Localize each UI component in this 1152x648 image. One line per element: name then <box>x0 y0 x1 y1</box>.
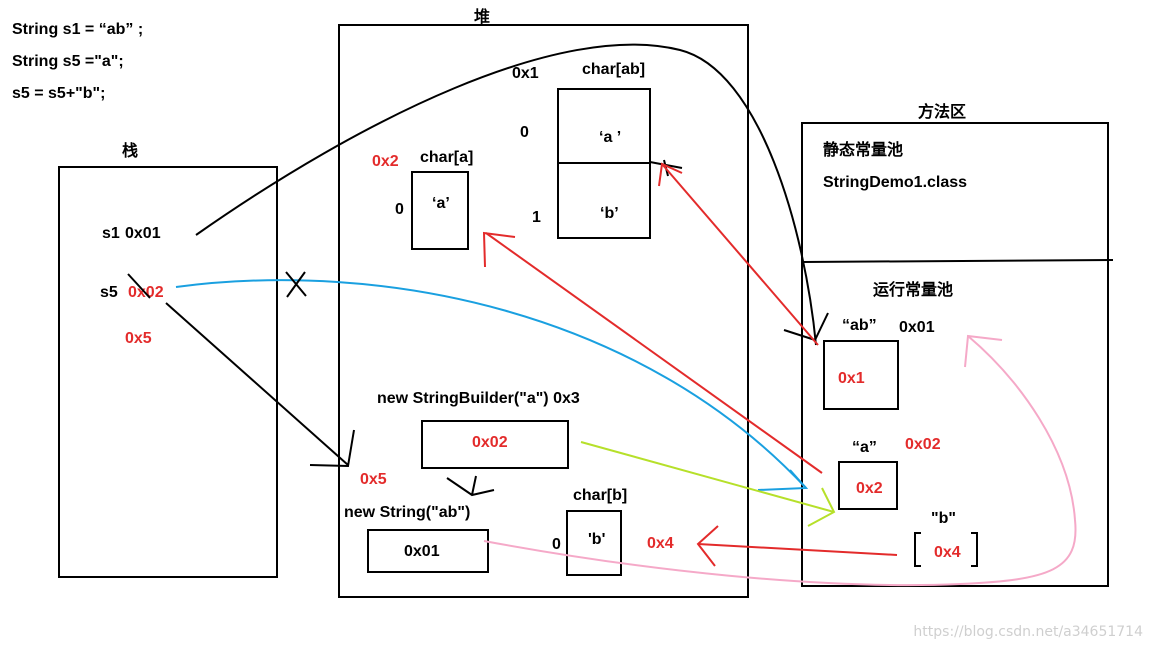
heap-title: 堆 <box>474 7 490 26</box>
builder-to-pool-a-arrow <box>580 441 835 513</box>
pool-ab-addr: 0x01 <box>899 319 935 336</box>
pool-b-to-char-b-arrow <box>697 543 898 556</box>
cross-mark-icon <box>285 271 307 298</box>
builder-arrow-head <box>807 487 836 527</box>
char-ab-value-0: ‘a ’ <box>599 129 621 146</box>
builder-to-string-arrow <box>446 475 495 497</box>
runtime-pool-label: 运行常量池 <box>873 280 953 299</box>
s5-old-reference-arrow <box>175 279 807 489</box>
char-b-index-0: 0 <box>552 536 561 553</box>
pool-a-to-char-a-arrow <box>485 232 823 474</box>
new-string-label: new String("ab") <box>344 504 470 521</box>
stack-s5-name: s5 <box>100 284 118 301</box>
pool-a-value: 0x2 <box>856 480 883 497</box>
new-string-value: 0x01 <box>404 543 440 560</box>
char-b-value-0: 'b' <box>588 531 605 548</box>
char-a-index-0: 0 <box>395 201 404 218</box>
pool-ab-to-char-ab-arrow <box>661 163 819 346</box>
watermark-text: https://blog.csdn.net/a34651714 <box>913 624 1143 640</box>
char-b-type: char[b] <box>573 487 627 504</box>
char-b-array <box>566 510 622 576</box>
new-string-addr: 0x5 <box>360 471 387 488</box>
char-a-array <box>411 171 469 250</box>
s5-new-reference-arrow <box>165 302 349 466</box>
code-line-1: String s1 = “ab” ; <box>12 21 143 38</box>
stack-title: 栈 <box>122 141 138 160</box>
s5-strike-mark <box>127 273 151 299</box>
char-ab-value-1: ‘b’ <box>600 205 619 222</box>
s5-old-arrow-head <box>757 469 809 491</box>
static-pool-label: 静态常量池 <box>823 140 903 159</box>
class-name-label: StringDemo1.class <box>823 174 967 191</box>
string-builder-box <box>421 420 569 469</box>
pool-b-arrow-head <box>696 525 719 567</box>
code-line-3: s5 = s5+"b"; <box>12 85 105 102</box>
string-builder-label: new StringBuilder("a") 0x3 <box>377 390 580 407</box>
char-b-addr: 0x4 <box>647 535 674 552</box>
char-ab-addr: 0x1 <box>512 65 539 82</box>
pool-a-addr: 0x02 <box>905 436 941 453</box>
char-a-value-0: ‘a’ <box>432 195 450 212</box>
s1-arrow-head <box>783 312 829 342</box>
pool-b-label: "b" <box>931 510 956 527</box>
stack-s1-name: s1 <box>102 225 120 242</box>
code-line-2: String s5 ="a"; <box>12 53 124 70</box>
s5-new-arrow-head <box>309 429 355 468</box>
string-builder-value: 0x02 <box>472 434 508 451</box>
s1-reference-arrow <box>195 43 817 346</box>
stack-s1-addr: 0x01 <box>125 225 161 242</box>
pool-a-label: “a” <box>852 439 877 456</box>
method-area-title: 方法区 <box>918 102 966 121</box>
runtime-pool-divider <box>801 259 1114 263</box>
stack-frame <box>58 166 278 578</box>
pool-a-box <box>838 461 898 510</box>
char-ab-type: char[ab] <box>582 61 645 78</box>
pool-ab-box <box>823 340 899 410</box>
pool-a-arrow-head <box>482 231 516 268</box>
heap-area <box>338 24 749 598</box>
pool-b-brackets <box>914 532 978 567</box>
pool-ab-arrow-head <box>658 162 683 187</box>
new-string-to-pool-ab-arrow <box>483 335 1077 587</box>
new-string-box <box>367 529 489 573</box>
char-a-addr: 0x2 <box>372 153 399 170</box>
method-area <box>801 122 1109 587</box>
pool-ab-label: “ab” <box>842 317 877 334</box>
new-string-arrow-head <box>964 334 1003 368</box>
pool-ab-value: 0x1 <box>838 370 865 387</box>
pool-b-value: 0x4 <box>934 544 961 561</box>
stack-s5-new-addr: 0x5 <box>125 330 152 347</box>
char-a-type: char[a] <box>420 149 473 166</box>
char-ab-index-1: 1 <box>532 209 541 226</box>
char-ab-index-0: 0 <box>520 124 529 141</box>
